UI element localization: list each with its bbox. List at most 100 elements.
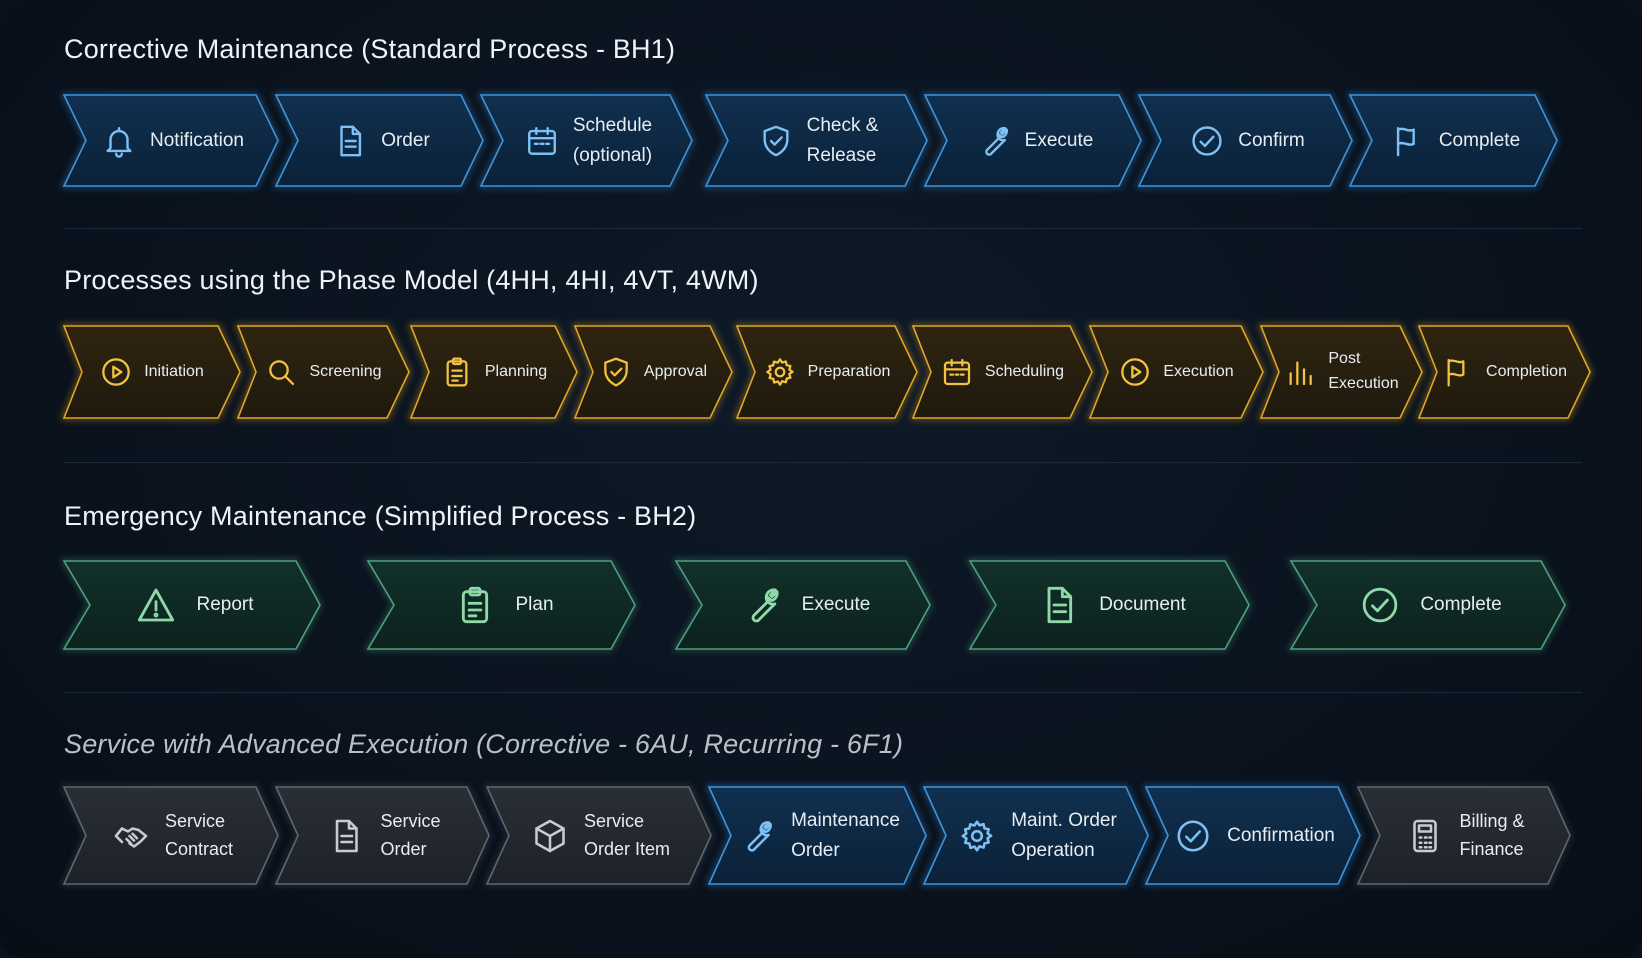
step-label: Service Order <box>380 810 441 859</box>
chevron-shape <box>1258 324 1425 420</box>
chevron-shape <box>1142 785 1363 886</box>
box-icon <box>532 818 568 854</box>
step-order[interactable]: Order <box>272 93 486 188</box>
handshake-icon <box>113 818 149 854</box>
step-maint-order-operation[interactable]: Maint. Order Operation <box>920 785 1151 886</box>
calculator-icon <box>1407 818 1443 854</box>
check-circle-icon <box>1175 818 1211 854</box>
step-execute[interactable]: Execute <box>921 93 1144 188</box>
chevron-shape <box>1346 93 1560 188</box>
step-preparation[interactable]: Preparation <box>734 324 920 420</box>
step-plan[interactable]: Plan <box>364 559 638 651</box>
clipboard-icon <box>441 356 473 388</box>
check-circle-icon <box>1190 124 1224 158</box>
chevron-shape <box>61 324 243 420</box>
check-circle-icon <box>1360 585 1400 625</box>
step-label: Schedule (optional) <box>572 115 653 166</box>
clipboard-icon <box>455 585 495 625</box>
chevron-shape <box>1416 324 1593 420</box>
chevron-shape <box>60 785 281 886</box>
step-label: Document <box>1099 594 1186 616</box>
step-label: Check & Release <box>806 115 879 166</box>
step-label: Planning <box>484 362 548 380</box>
chevron-shape <box>272 785 492 886</box>
section-title-service: Service with Advanced Execution (Correct… <box>64 729 904 759</box>
chevron-shape <box>966 559 1252 651</box>
step-label: Post Execution <box>1328 350 1399 392</box>
chevron-shape <box>60 93 281 188</box>
chevron-shape <box>910 324 1095 420</box>
step-label: Execution <box>1163 362 1234 380</box>
document-icon <box>1039 585 1079 625</box>
bar-chart-icon <box>1284 356 1316 388</box>
step-service-order[interactable]: Service Order <box>272 785 492 886</box>
step-label: Service Order Item <box>583 810 671 859</box>
step-label: Report <box>196 594 254 616</box>
step-label: Preparation <box>807 362 891 380</box>
chevron-shape <box>235 324 412 420</box>
step-check-release[interactable]: Check & Release <box>702 93 930 188</box>
step-label: Complete <box>1420 594 1502 616</box>
section-title-corrective: Corrective Maintenance (Standard Process… <box>64 34 676 64</box>
step-planning[interactable]: Planning <box>408 324 580 420</box>
step-confirmation[interactable]: Confirmation <box>1142 785 1363 886</box>
chevron-shape <box>572 324 735 420</box>
step-label: Confirmation <box>1227 824 1335 846</box>
step-label: Maintenance Order <box>791 810 900 861</box>
section-divider <box>64 228 1582 229</box>
chevron-shape <box>705 785 929 886</box>
chevron-shape <box>1287 559 1568 651</box>
step-label: Service Contract <box>164 810 234 859</box>
calendar-icon <box>941 356 973 388</box>
step-complete[interactable]: Complete <box>1287 559 1568 651</box>
gear-icon <box>764 356 796 388</box>
step-service-contract[interactable]: Service Contract <box>60 785 281 886</box>
wrench-icon <box>739 818 775 854</box>
step-label: Maint. Order Operation <box>1011 810 1117 861</box>
step-maintenance-order[interactable]: Maintenance Order <box>705 785 929 886</box>
section-title-phase-model: Processes using the Phase Model (4HH, 4H… <box>64 265 759 295</box>
chevron-shape <box>734 324 920 420</box>
chevron-shape <box>60 559 323 651</box>
step-service-order-item[interactable]: Service Order Item <box>483 785 714 886</box>
step-document[interactable]: Document <box>966 559 1252 651</box>
step-notification[interactable]: Notification <box>60 93 281 188</box>
step-billing-finance[interactable]: Billing & Finance <box>1354 785 1573 886</box>
chevron-shape <box>272 93 486 188</box>
step-label: Notification <box>150 129 244 151</box>
calendar-icon <box>525 124 559 158</box>
play-circle-icon <box>100 356 132 388</box>
section-divider <box>64 462 1582 463</box>
step-label: Initiation <box>144 362 204 380</box>
step-label: Order <box>381 129 430 151</box>
step-label: Complete <box>1438 129 1521 151</box>
section-divider <box>64 692 1582 693</box>
chevron-shape <box>702 93 930 188</box>
step-label: Screening <box>309 362 382 380</box>
document-icon <box>333 124 367 158</box>
step-completion[interactable]: Completion <box>1416 324 1593 420</box>
step-initiation[interactable]: Initiation <box>61 324 243 420</box>
step-execute[interactable]: Execute <box>672 559 933 651</box>
step-screening[interactable]: Screening <box>235 324 412 420</box>
step-execution[interactable]: Execution <box>1087 324 1266 420</box>
step-report[interactable]: Report <box>60 559 323 651</box>
step-approval[interactable]: Approval <box>572 324 735 420</box>
chevron-shape <box>1135 93 1355 188</box>
document-icon <box>328 818 364 854</box>
step-post-execution[interactable]: Post Execution <box>1258 324 1425 420</box>
gear-icon <box>959 818 995 854</box>
step-schedule-optional[interactable]: Schedule (optional) <box>477 93 695 188</box>
step-confirm[interactable]: Confirm <box>1135 93 1355 188</box>
step-complete[interactable]: Complete <box>1346 93 1560 188</box>
warning-icon <box>136 585 176 625</box>
step-label: Billing & Finance <box>1459 810 1525 859</box>
step-scheduling[interactable]: Scheduling <box>910 324 1095 420</box>
step-label: Completion <box>1486 362 1567 380</box>
flag-icon <box>1391 124 1425 158</box>
section-title-emergency: Emergency Maintenance (Simplified Proces… <box>64 501 697 531</box>
wrench-icon <box>742 585 782 625</box>
step-label: Execute <box>801 594 871 616</box>
